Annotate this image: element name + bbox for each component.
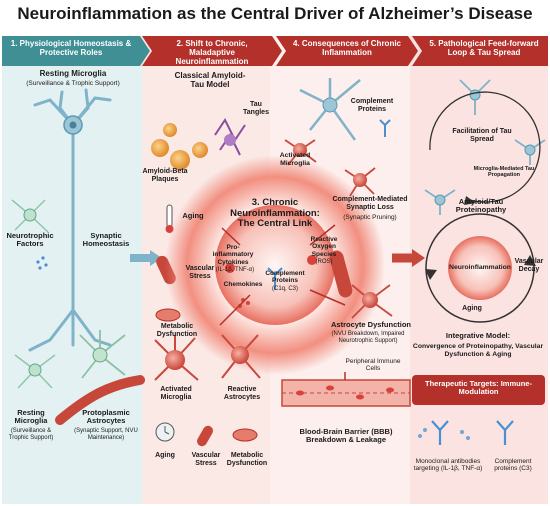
complement-icons-col4 [379, 119, 391, 137]
header-1: 1. Physiological Homeostasis & Protectiv… [10, 39, 132, 58]
activated-microglia-label: Activated Microglia [160, 386, 192, 401]
protoplasmic-astrocytes-label: Protoplasmic Astrocytes [82, 408, 130, 426]
metabolic-dysfunction-bottom-label: Metabolic Dysfunction [226, 452, 268, 467]
thermometer-icon [166, 204, 173, 228]
header-4: 4. Consequences of Chronic Inflammation [292, 39, 402, 58]
integrative-title: Integrative Model: [445, 331, 511, 340]
metabolic-dysfunction-label: Metabolic Dysfunction [156, 323, 198, 338]
complement-sub: (C1q, C3) [271, 286, 298, 292]
complement-label: Complement Proteins [265, 270, 305, 285]
resting-microglia-top-label: Resting Microglia [39, 69, 107, 78]
protoplasmic-astrocytes-sub: (Synaptic Support, NVU Maintenance) [74, 428, 138, 441]
header-bar-4 [276, 36, 418, 66]
complement-dots [418, 428, 470, 440]
synaptic-loss-sub: (Synaptic Pruning) [343, 214, 397, 221]
ros-node [307, 255, 317, 265]
neuron-nucleus [69, 121, 77, 129]
aging-col5-label: Aging [462, 305, 482, 312]
neuroinflammation-core [448, 236, 512, 300]
resting-microglia-bottom-sub: (Surveillance & Trophic Support) [8, 428, 54, 441]
red-blood-cells [296, 385, 394, 400]
loop-circle [429, 91, 541, 203]
therapeutic-box [412, 375, 545, 405]
ros-sub: (ROS) [315, 259, 333, 265]
reactive-astrocytes-label: Reactive Astrocytes [223, 386, 261, 401]
vessel-col4 [329, 250, 353, 298]
neuroinflammation-label: Neuroinflammation [449, 264, 511, 271]
integrative-sub: Convergence of Proteinopathy, Vascular D… [412, 343, 544, 358]
amyloid-plaques-art [151, 123, 208, 170]
aging-bottom-label: Aging [155, 452, 175, 459]
neurotrophic-factors-label: Neurotrophic Factors [6, 231, 54, 249]
cytokines-label: Pro-inflammatory Cytokines [212, 244, 254, 266]
central-arrows [219, 224, 346, 326]
astrocyte-dysfunction-label: Astrocyte Dysfunction [330, 320, 411, 329]
synaptic-loss-label: Complement-Mediated Synaptic Loss [332, 196, 408, 211]
amyloid-plaques-label: Amyloid-Beta Plaques [142, 168, 188, 183]
monoclonal-label: Monoclonal antibodies targeting (IL-1β, … [413, 458, 483, 473]
resting-microglia-bottom-label: Resting Microglia [14, 408, 48, 426]
cycle-circle [425, 213, 535, 323]
central-ring [215, 205, 335, 325]
vascular-stress-label: Vascular Stress [185, 265, 215, 280]
header-5: 5. Pathological Feed-forward Loop & Tau … [429, 39, 539, 58]
bbb-label: Blood-Brain Barrier (BBB) Breakdown & Le… [299, 427, 393, 445]
resting-microglia-top-sub: (Surveillance & Trophic Support) [26, 80, 120, 87]
mitochondria-icon-bottom [232, 428, 258, 442]
cytokines-node [225, 263, 235, 273]
classical-model-label: Classical Amyloid-Tau Model [174, 71, 246, 89]
header-bar-1 [2, 36, 150, 66]
header-bar-2 [142, 36, 282, 66]
cytokines-sub: (IL-1β, TNF-α) [215, 267, 255, 273]
page-title: Neuroinflammation as the Central Driver … [17, 4, 533, 23]
aging-label: Aging [182, 211, 204, 220]
peripheral-immune-label: Peripheral Immune Cells [345, 358, 401, 373]
vessel-icon-bottom [197, 425, 213, 447]
neurotrophic-dots [36, 256, 48, 270]
complement-node-icon [267, 267, 283, 290]
chemokines-label: Chemokines [223, 281, 263, 288]
ros-label: Reactive Oxygen Species [310, 236, 338, 258]
center-title: 3. Chronic Neuroinflammation: The Centra… [230, 197, 320, 230]
facilitation-label: Facilitation of Tau Spread [452, 128, 512, 143]
tau-tangles-label: Tau Tangles [243, 101, 269, 116]
vascular-stress-bottom-label: Vascular Stress [191, 452, 221, 467]
proteinopathy-label: Amyloid/Tau Proteinopathy [455, 197, 507, 215]
blood-vessel-col1 [55, 375, 145, 425]
therapeutic-label: Therapeutic Targets: Immune-Modulation [425, 379, 532, 397]
vascular-decay-label: Vascular Decay [514, 258, 544, 273]
activated-microglia-col4-label: Activated Microglia [279, 152, 311, 167]
synaptic-homeostasis-label: Synaptic Homeostasis [82, 231, 130, 249]
header-bar-5 [412, 36, 548, 66]
header-2: 2. Shift to Chronic, Maladaptive Neuroin… [175, 39, 249, 67]
propagation-label: Microglia-Mediated Tau Propagation [473, 166, 535, 179]
complement-proteins-col4-label: Complement Proteins [350, 98, 394, 113]
complement-col5-label: Complement proteins (C3) [494, 458, 532, 473]
astrocyte-dysfunction-sub: (NVU Breakdown, Impaired Neurotrophic Su… [331, 331, 405, 344]
antibody-icons [431, 420, 514, 445]
